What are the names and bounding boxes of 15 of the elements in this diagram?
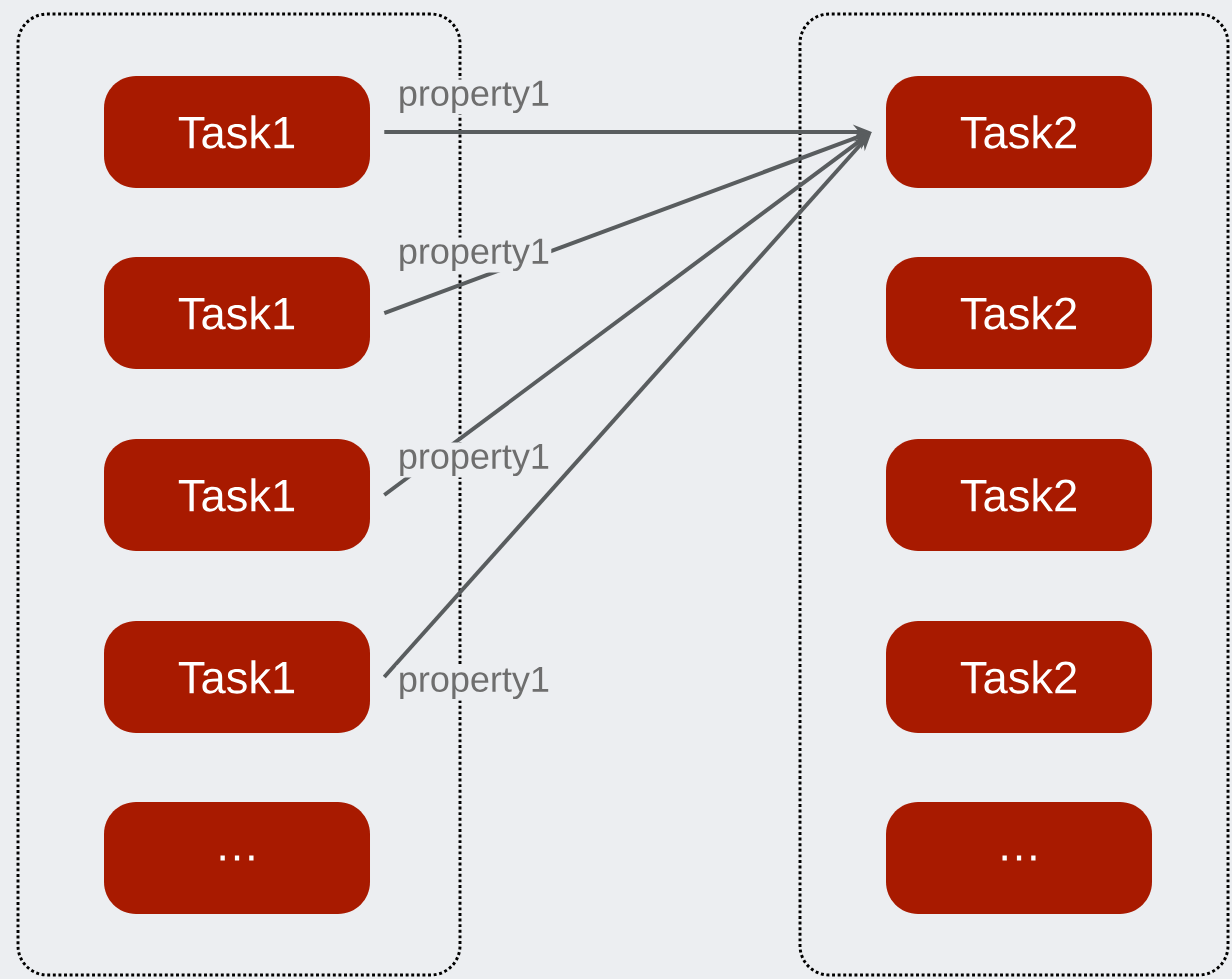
task-box: Task1 [104, 76, 370, 188]
task-box: Task1 [104, 257, 370, 369]
edge-label: property1 [400, 238, 549, 272]
edge-label: property1 [400, 443, 549, 477]
edge-label: property1 [400, 666, 549, 700]
task-box: Task2 [886, 76, 1152, 188]
task-box: Task2 [886, 257, 1152, 369]
task-box: … [104, 802, 370, 914]
task-box: … [886, 802, 1152, 914]
task-box: Task2 [886, 439, 1152, 551]
dotted-group-box [798, 12, 1230, 977]
task-box: Task2 [886, 621, 1152, 733]
task-box: Task1 [104, 621, 370, 733]
edge-label: property1 [400, 80, 549, 114]
task-box: Task1 [104, 439, 370, 551]
